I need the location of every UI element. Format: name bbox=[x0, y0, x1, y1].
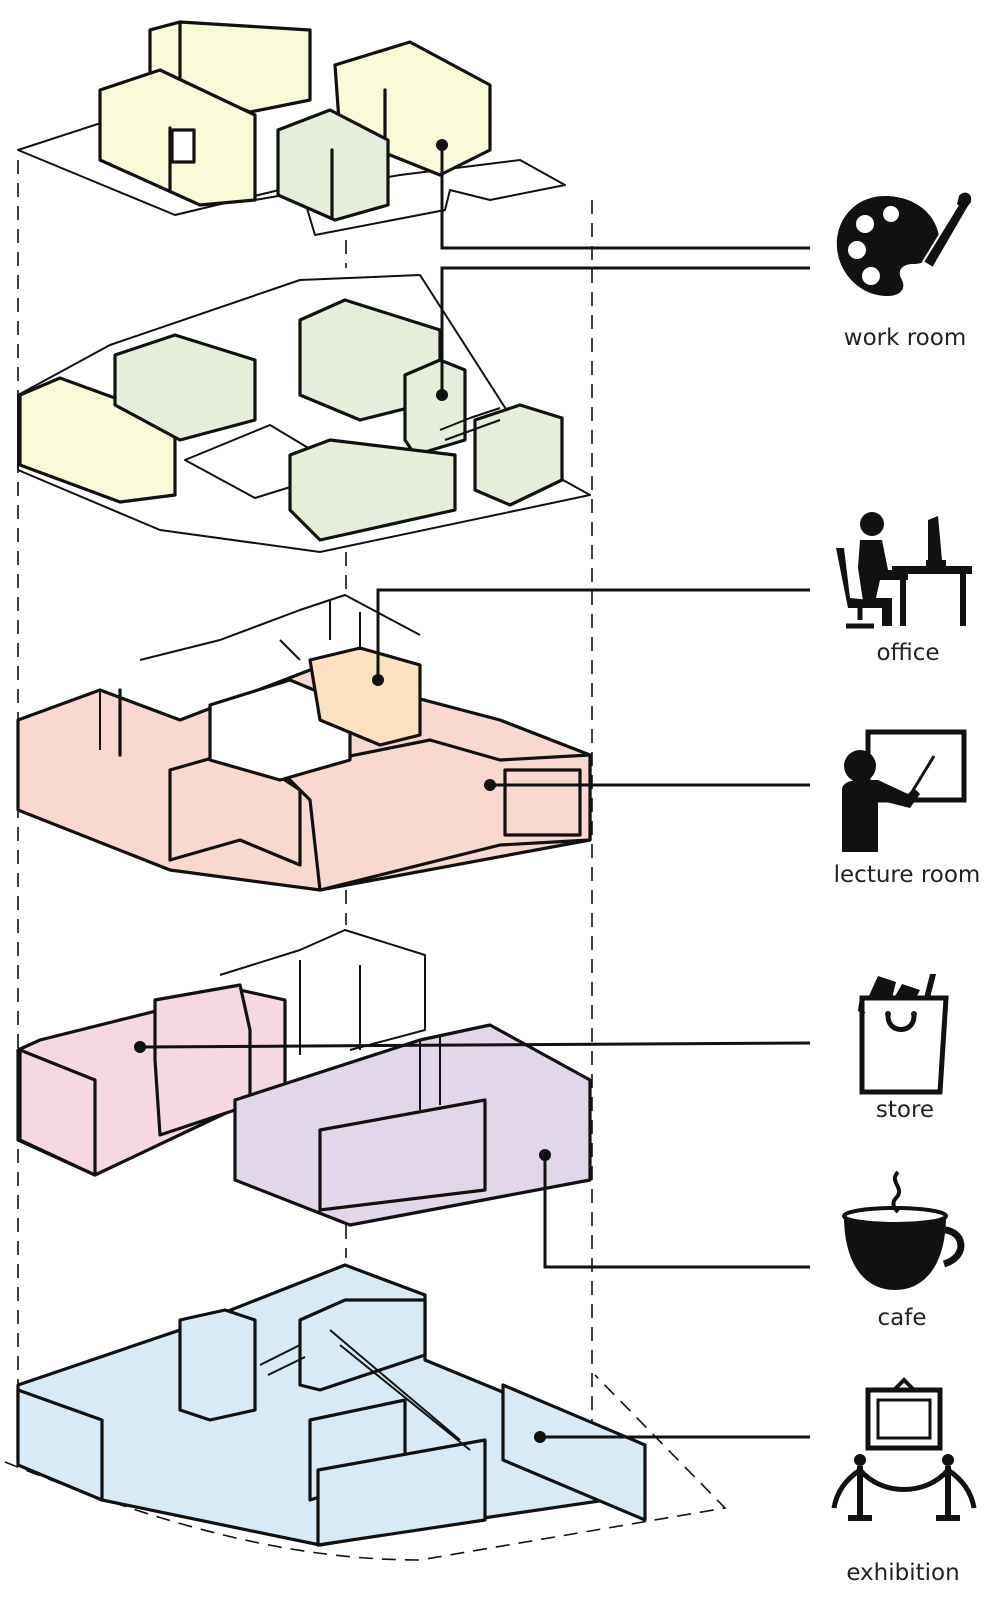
level-lecture-office bbox=[16, 594, 592, 892]
level-top-workroom-pavilions bbox=[17, 20, 566, 236]
label-office: office bbox=[876, 640, 940, 666]
level-exhibition bbox=[4, 1263, 727, 1561]
level2-slab bbox=[17, 274, 591, 553]
shopping-bag-icon bbox=[857, 974, 949, 1095]
label-work-room: work room bbox=[843, 325, 967, 351]
palette-brush-icon bbox=[836, 192, 972, 296]
coffee-cup-icon bbox=[842, 1170, 965, 1290]
label-exhibition: exhibition bbox=[846, 1560, 960, 1586]
label-store: store bbox=[875, 1097, 935, 1123]
leader-lines bbox=[134, 139, 811, 1443]
label-lecture-room: lecture room bbox=[833, 862, 981, 888]
level-store-cafe bbox=[16, 929, 592, 1227]
teacher-at-board-icon bbox=[842, 729, 967, 852]
framed-picture-rope-icon bbox=[831, 1377, 977, 1521]
level-workrooms bbox=[17, 274, 591, 553]
label-cafe: cafe bbox=[877, 1305, 927, 1331]
exhibition-panel bbox=[501, 1383, 647, 1522]
person-at-desk-icon bbox=[836, 512, 972, 629]
